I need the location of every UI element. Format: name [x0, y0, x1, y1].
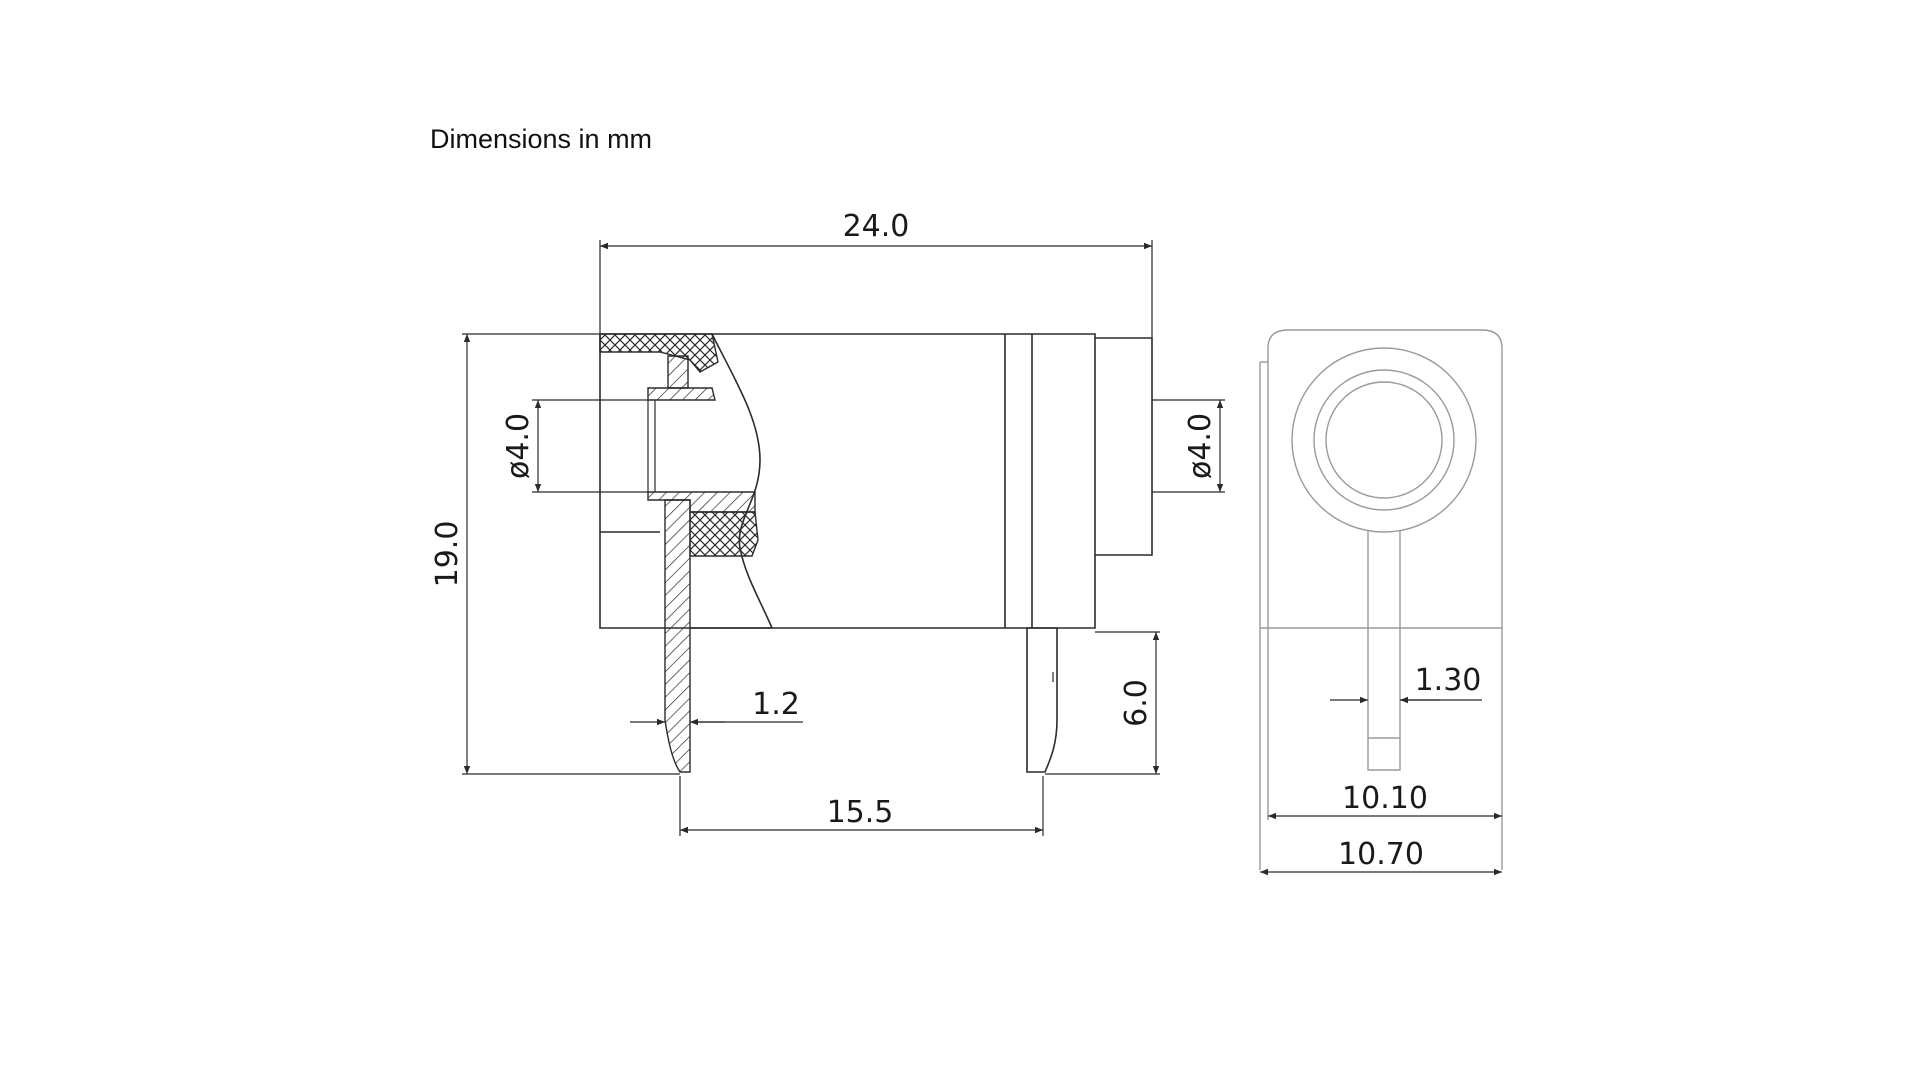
- front-body-outline: [1267, 329, 1503, 628]
- dim-height: 19.0: [430, 521, 465, 588]
- sleeve-riser: [667, 355, 689, 389]
- dim-bore-right: ø4.0: [1183, 413, 1218, 479]
- solder-tab: [1367, 531, 1401, 771]
- dim-body-width-outer: 10.70: [1338, 837, 1424, 872]
- rear-boss: [1095, 337, 1153, 556]
- rear-pin: [1026, 627, 1058, 773]
- diagram-title: Dimensions in mm: [430, 124, 653, 154]
- dim-pin-spacing: 15.5: [827, 795, 894, 830]
- dimension-lines-front: [1260, 696, 1502, 876]
- dim-body-width-inner: 10.10: [1342, 781, 1428, 816]
- dim-pin-length: 6.0: [1119, 679, 1154, 727]
- outer-ring: [1291, 347, 1477, 533]
- middle-ring: [1313, 369, 1455, 511]
- insulator-lower: [689, 511, 759, 557]
- dimension-lines-side: [462, 240, 1225, 836]
- sleeve-bottom: [647, 491, 756, 513]
- break-line: [711, 333, 773, 629]
- front-pin: [664, 499, 691, 773]
- dim-pin-thickness: 1.2: [752, 687, 800, 722]
- front-view: [1259, 329, 1503, 870]
- bore-ring: [1325, 381, 1443, 499]
- dim-tab-width: 1.30: [1415, 663, 1482, 698]
- side-view: [599, 333, 1153, 773]
- sleeve-top: [647, 387, 716, 401]
- dim-bore-left: ø4.0: [501, 413, 536, 479]
- dim-overall-length: 24.0: [843, 209, 910, 244]
- insulator-top: [599, 333, 719, 373]
- body-outline: [599, 333, 1096, 629]
